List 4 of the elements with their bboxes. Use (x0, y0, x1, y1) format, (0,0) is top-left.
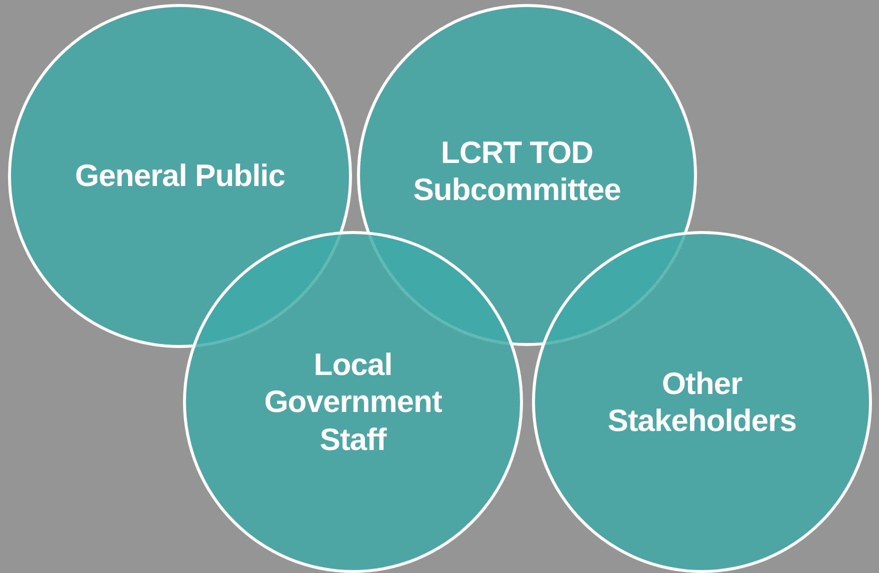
circle-label: Local Government Staff (263, 346, 443, 458)
circle-label: Other Stakeholders (606, 364, 798, 440)
circle-label: LCRT TOD Subcommittee (412, 134, 622, 208)
circle-label: General Public (74, 157, 286, 195)
